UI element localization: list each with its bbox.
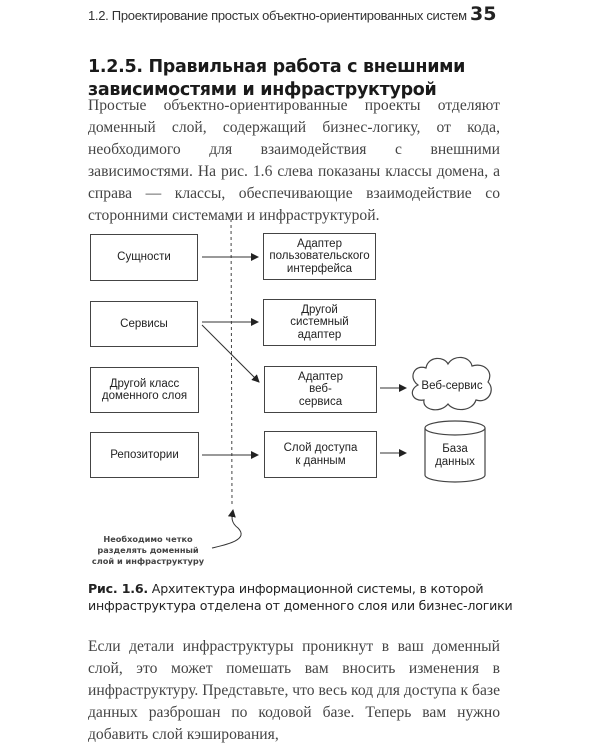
box-entities: Сущности [90, 234, 198, 281]
box-other-domain-class: Другой класс доменного слоя [90, 367, 199, 413]
cloud-shape [411, 356, 492, 411]
figure-caption: Рис. 1.6. Архитектура информационной сис… [88, 580, 518, 614]
box-other-system-adapter: Другой системный адаптер [263, 299, 376, 346]
box-data-access-layer: Слой доступа к данным [264, 431, 377, 478]
web-service-label: Веб-сервис [421, 380, 483, 392]
box-services: Сервисы [90, 301, 198, 347]
database-label: База данных [435, 443, 475, 468]
running-header: 1.2. Проектирование простых объектно-ори… [88, 8, 467, 23]
page-number: 35 [470, 3, 497, 25]
caption-label: Рис. 1.6. [88, 581, 148, 596]
section-heading: 1.2.5. Правильная работа с внешними зави… [88, 57, 466, 100]
body-paragraph-1: Простые объектно-ориентированные проекты… [88, 97, 500, 224]
box-web-service-adapter: Адаптер веб-сервиса [264, 366, 377, 413]
body-paragraph-2: Если детали инфраструктуры проникнут в в… [88, 638, 500, 743]
layer-separator-line [230, 212, 233, 506]
database-cylinder [424, 428, 486, 483]
caption-text: Архитектура информационной системы, в ко… [88, 581, 513, 613]
diagram-annotation: Необходимо четко разделять доменный слой… [91, 534, 205, 566]
box-repositories: Репозитории [90, 432, 199, 478]
annotation-pointer [211, 509, 242, 549]
arrow-services-to-web [201, 324, 260, 383]
box-ui-adapter: Адаптер пользовательского интерфейса [263, 233, 376, 280]
